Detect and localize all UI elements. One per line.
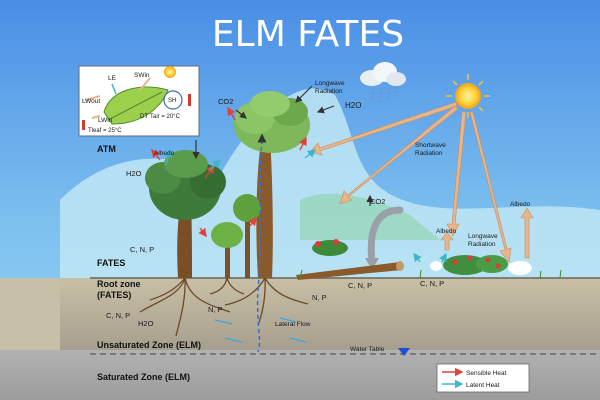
inset-label-le: LE <box>108 75 117 82</box>
label-longwave-mid-2: Radiation <box>468 241 496 248</box>
label-h2o-soil: H2O <box>138 319 154 328</box>
label-shortwave-2: Radiation <box>415 150 443 157</box>
page-title: ELM FATES <box>212 14 404 55</box>
root-zone-soil <box>60 278 600 350</box>
le-arrow <box>111 83 117 95</box>
inset-label-dt: DT <box>140 114 148 120</box>
canopy-heat-arrows <box>151 106 447 263</box>
zone-label-fates: FATES <box>97 258 125 268</box>
lw-in-arrow <box>91 115 101 119</box>
label-lateral-flow: Lateral Flow <box>275 321 311 328</box>
label-cnp-fates: C, N, P <box>130 245 154 254</box>
radiation-arrow-to-shrubs <box>446 111 467 237</box>
label-longwave-top-2: Radiation <box>315 88 343 95</box>
rain-cloud-icon <box>360 62 406 103</box>
grass-row <box>299 269 562 279</box>
label-shortwave-1: Shortwave <box>415 142 446 149</box>
sw-in-arrow <box>139 77 151 91</box>
thermometer-icon <box>188 94 191 106</box>
label-longwave-top-1: Longwave <box>315 80 345 87</box>
sh-cycle-icon <box>163 90 183 110</box>
label-np-root: N, P <box>208 305 223 314</box>
fallen-log <box>296 262 402 280</box>
legend-frame <box>436 363 530 393</box>
root-system <box>139 277 309 337</box>
shrub-cluster-right <box>430 255 532 275</box>
label-albedo-right: Albedo <box>510 201 531 208</box>
co2-flux-arrow <box>367 206 404 266</box>
zone-label-saturated: Saturated Zone (ELM) <box>97 372 190 382</box>
zone-label-root-zone: Root zone <box>97 279 141 289</box>
label-water-table: Water Table <box>350 346 385 353</box>
albedo-arrow-mid <box>440 231 454 251</box>
tall-tree <box>234 91 310 278</box>
label-h2o-top: H2O <box>345 101 361 110</box>
label-co2-top: CO2 <box>218 97 233 106</box>
flux-arrows-dark <box>192 85 374 206</box>
leaf-midrib <box>107 91 163 121</box>
zone-label-unsaturated: Unsaturated Zone (ELM) <box>97 340 201 350</box>
inset-label-lw-out: LWout <box>82 98 100 105</box>
sun-icon <box>446 74 490 118</box>
label-np-center: N, P <box>312 293 327 302</box>
background-ridge <box>300 193 440 240</box>
inset-sun-icon <box>164 66 176 78</box>
label-albedo-left: Albedo <box>154 150 175 157</box>
zone-label-atm: ATM <box>97 144 116 154</box>
inset-label-lw-in: LWin <box>98 117 113 124</box>
shortwave-radiation-arrows <box>309 101 512 263</box>
label-longwave-mid-1: Longwave <box>468 233 498 240</box>
legend-sensible-label: Sensible Heat <box>466 370 507 377</box>
shrub-cluster-mid <box>312 239 348 256</box>
co2-flux-arrow-head <box>365 258 379 270</box>
xylem-water-flow <box>256 139 263 353</box>
inset-label-t-leaf: Tleaf = 25°C <box>88 128 122 134</box>
label-cnp-soil: C, N, P <box>106 311 130 320</box>
water-table-icon <box>398 348 410 356</box>
label-h2o-left: H2O <box>126 169 142 178</box>
legend: Sensible Heat Latent Heat <box>436 363 530 393</box>
small-tree-center <box>211 194 261 278</box>
lw-out-arrow <box>85 95 101 101</box>
inset-label-sh: SH <box>168 98 176 104</box>
radiation-arrow-to-hill <box>339 105 459 205</box>
background-hill <box>60 88 600 280</box>
upward-radiation-arrows <box>440 207 534 259</box>
legend-latent-label: Latent Heat <box>466 382 500 389</box>
log-end <box>396 261 404 271</box>
radiation-arrow-to-grass <box>469 111 512 263</box>
lateral-flow-arrows <box>214 317 307 343</box>
label-cnp-right: C, N, P <box>420 279 444 288</box>
leaf-energy-inset: SWin LE LWout LWin SH DT Tair = 20°C Tle… <box>78 65 200 137</box>
thermometer-leaf-icon <box>82 120 85 130</box>
label-co2-mid: CO2 <box>370 197 385 206</box>
zone-label-root-zone-sub: (FATES) <box>97 290 131 300</box>
label-cnp-log: C, N, P <box>348 281 372 290</box>
root-zone-left-strip <box>0 278 60 350</box>
label-albedo-mid: Albedo <box>436 228 457 235</box>
canopy-tree-left <box>145 150 226 278</box>
inset-label-sw-in: SWin <box>134 72 150 79</box>
inset-label-t-air: Tair = 20°C <box>150 114 181 120</box>
albedo-arrow-right <box>520 207 534 259</box>
